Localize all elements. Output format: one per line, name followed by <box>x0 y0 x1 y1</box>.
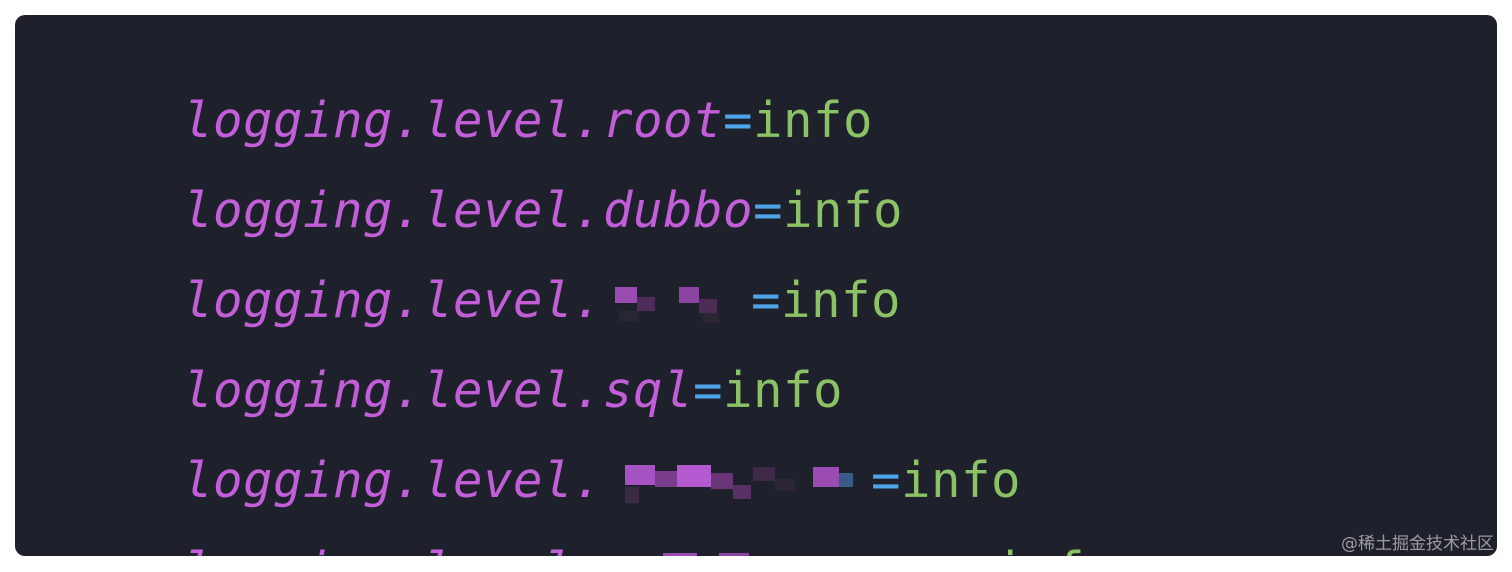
equals-operator: = <box>871 452 902 509</box>
property-key: logging.level.sql <box>183 362 694 419</box>
equals-operator: = <box>693 362 724 419</box>
property-key: logging.level.dubbo <box>183 182 754 239</box>
equals-operator: = <box>753 182 784 239</box>
property-key: logging.level. <box>183 272 604 329</box>
property-key: logging.level.root <box>183 92 724 149</box>
pixelated-redaction <box>603 459 871 509</box>
code-line: logging.level.dubbo=info <box>63 121 903 239</box>
property-value: info <box>781 272 902 329</box>
code-line: logging.level. =info <box>63 481 1115 556</box>
watermark-text: @稀土掘金技术社区 <box>1341 534 1494 554</box>
property-value: info <box>901 452 1022 509</box>
code-line: logging.level. =info <box>63 211 901 329</box>
code-line: logging.level.sql=info <box>63 301 843 419</box>
code-editor: logging.level.root=info logging.level.du… <box>15 15 1497 556</box>
property-key: logging.level. <box>183 542 603 556</box>
pixelated-redaction <box>603 549 965 556</box>
equals-operator: = <box>965 542 995 556</box>
property-key: logging.level. <box>183 452 604 509</box>
property-value: info <box>783 182 904 239</box>
property-value: info <box>995 542 1115 556</box>
property-value: info <box>723 362 844 419</box>
code-line: logging.level. =info <box>63 391 1021 509</box>
equals-operator: = <box>723 92 754 149</box>
code-line: logging.level.root=info <box>63 31 873 149</box>
equals-operator: = <box>751 272 782 329</box>
pixelated-redaction <box>603 279 751 329</box>
property-value: info <box>753 92 874 149</box>
